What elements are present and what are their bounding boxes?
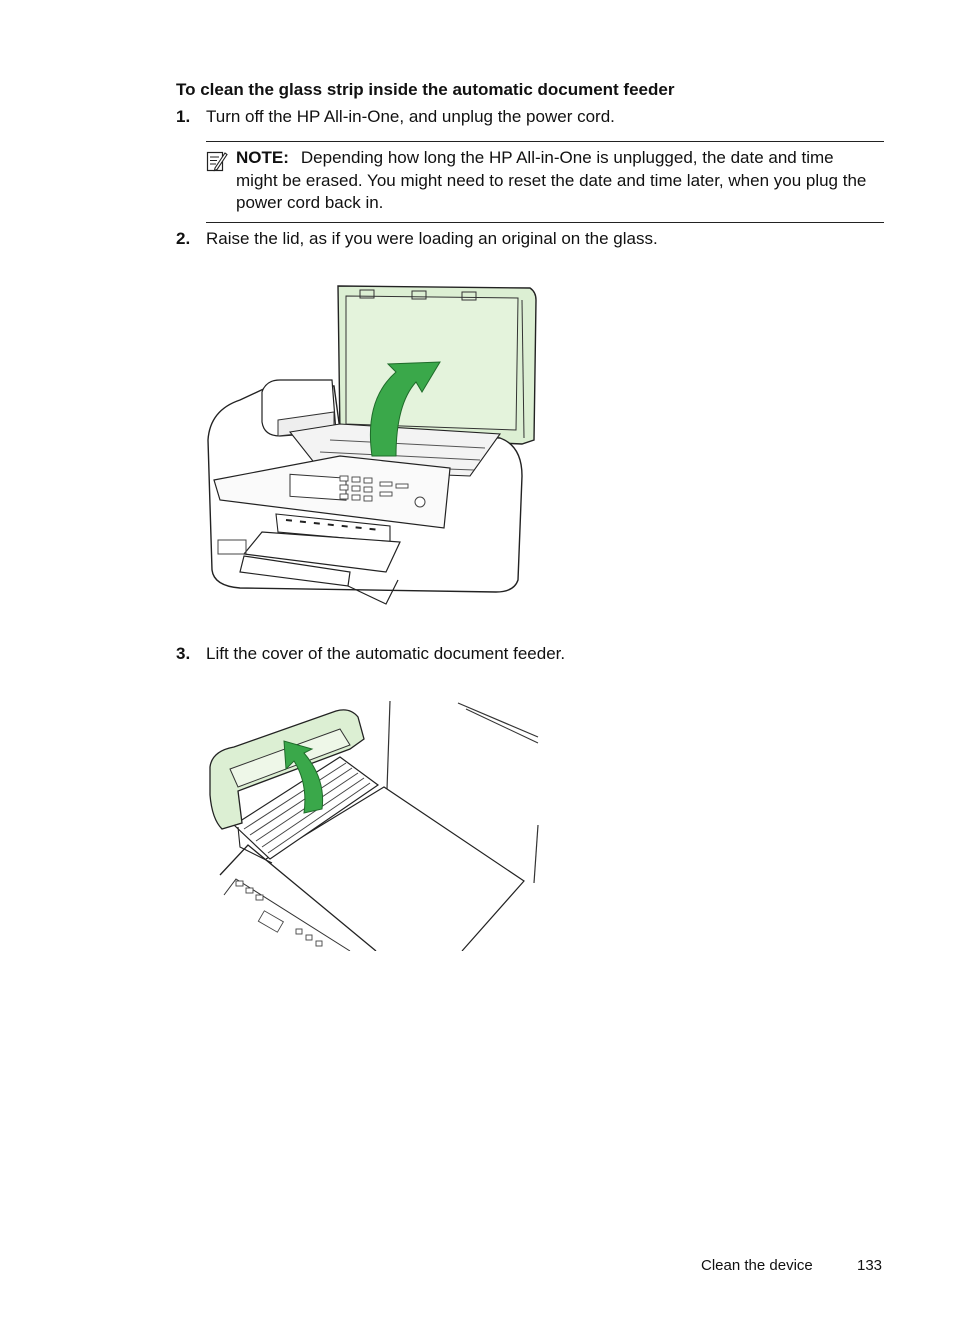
note-text: NOTE:Depending how long the HP All-in-On… [236, 147, 876, 215]
note-label: NOTE: [236, 148, 289, 167]
step-number: 3. [176, 644, 191, 663]
page-number: 133 [857, 1257, 883, 1274]
step-2: 2. Raise the lid, as if you were loading … [176, 229, 658, 249]
step-text: Turn off the HP All-in-One, and unplug t… [206, 107, 615, 126]
adf-cover-lifted-illustration [209, 700, 539, 951]
note-box: NOTE:Depending how long the HP All-in-On… [206, 141, 884, 223]
step-number: 1. [176, 107, 191, 126]
printer-lid-raised-illustration [207, 285, 537, 605]
step-number: 2. [176, 229, 191, 248]
step-text: Raise the lid, as if you were loading an… [206, 229, 658, 248]
step-text: Lift the cover of the automatic document… [206, 644, 566, 663]
note-body: Depending how long the HP All-in-One is … [236, 148, 867, 212]
step-3: 3. Lift the cover of the automatic docume… [176, 644, 565, 664]
step-1: 1. Turn off the HP All-in-One, and unplug… [176, 107, 615, 127]
section-heading: To clean the glass strip inside the auto… [176, 80, 675, 99]
note-icon [206, 149, 228, 173]
footer-section-title: Clean the device [701, 1257, 813, 1274]
